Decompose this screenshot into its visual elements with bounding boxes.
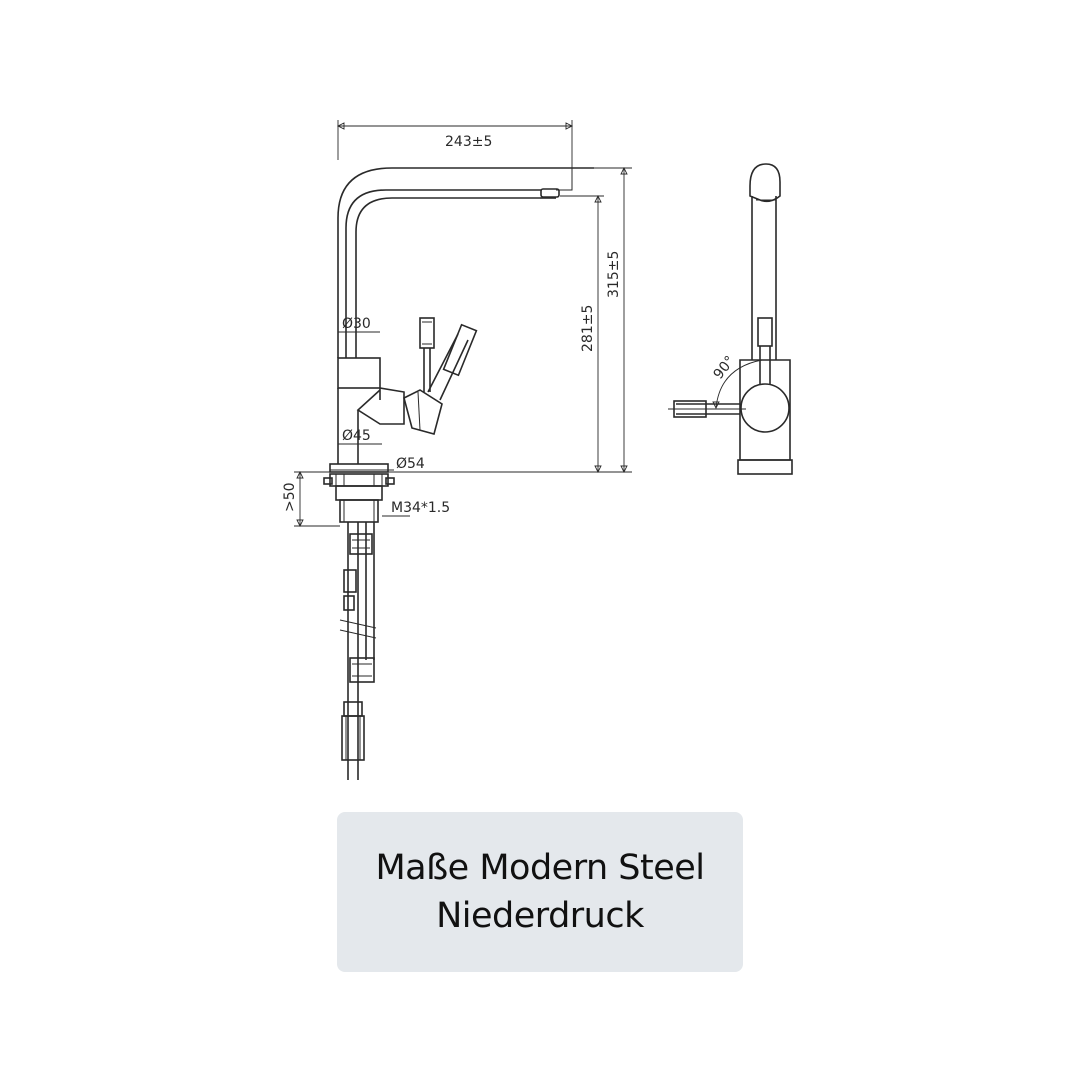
dim-flange-diameter: Ø54 xyxy=(396,456,425,472)
angle-arc xyxy=(715,359,763,409)
caption-subtitle: Niederdruck xyxy=(436,896,644,936)
hoses xyxy=(347,522,375,780)
dim-base-diameter: Ø45 xyxy=(342,428,371,444)
lever-upright xyxy=(419,317,435,349)
body-upper xyxy=(337,357,381,389)
base-flange xyxy=(329,463,389,473)
side-view xyxy=(668,163,793,475)
lever-front xyxy=(403,389,443,435)
dim-counter-depth: >50 xyxy=(282,482,298,512)
caption-title: Maße Modern Steel xyxy=(375,848,705,888)
body-lower xyxy=(337,388,381,464)
dim-height-total: 315±5 xyxy=(606,251,622,298)
side-spout-tube xyxy=(751,196,777,360)
side-lever xyxy=(676,403,740,415)
mixer-block xyxy=(356,387,405,425)
shank xyxy=(335,485,383,501)
spout-outer xyxy=(337,167,594,358)
dim-lever-angle: 90° xyxy=(711,353,739,382)
side-spout-head xyxy=(749,163,781,203)
dimension-lines xyxy=(294,120,632,528)
front-view xyxy=(312,167,594,780)
caption-box: Maße Modern Steel Niederdruck xyxy=(337,812,743,972)
dim-body-diameter: Ø30 xyxy=(342,316,371,332)
side-base xyxy=(737,459,793,475)
dim-width: 243±5 xyxy=(445,134,492,150)
side-body xyxy=(739,359,791,461)
spout-inner xyxy=(345,189,556,358)
side-body-round xyxy=(740,383,790,433)
dim-thread: M34*1.5 xyxy=(391,500,450,516)
dim-height-spout: 281±5 xyxy=(580,305,596,352)
